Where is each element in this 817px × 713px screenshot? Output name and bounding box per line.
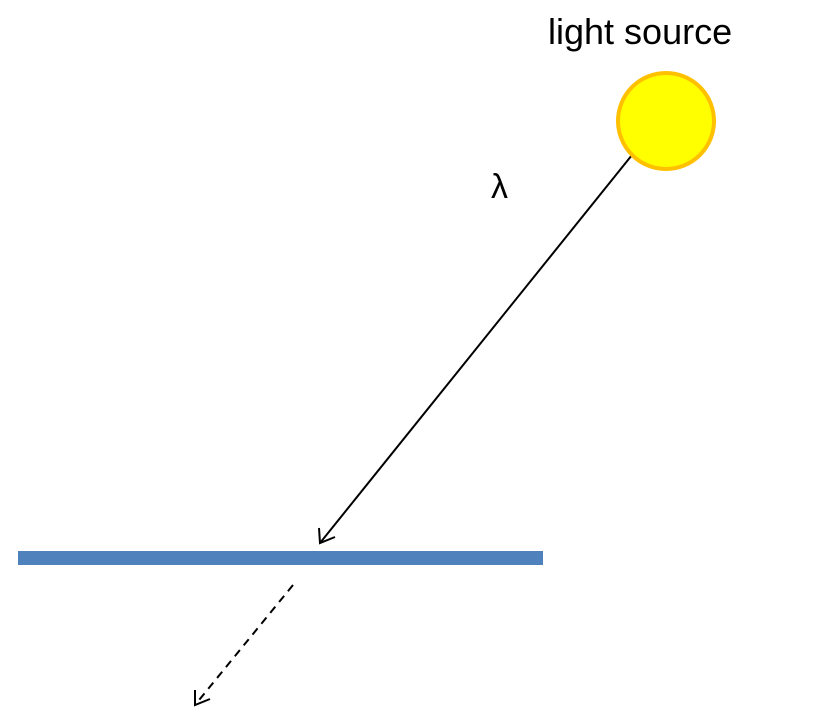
transmitted-ray bbox=[194, 584, 294, 706]
light-source-label: light source bbox=[548, 11, 733, 52]
incident-arrowhead bbox=[318, 527, 336, 545]
incident-ray bbox=[319, 154, 633, 544]
transmitted-arrowhead bbox=[194, 690, 211, 707]
wavelength-label: λ bbox=[491, 168, 508, 206]
surface bbox=[18, 551, 543, 565]
light-source bbox=[616, 71, 716, 171]
